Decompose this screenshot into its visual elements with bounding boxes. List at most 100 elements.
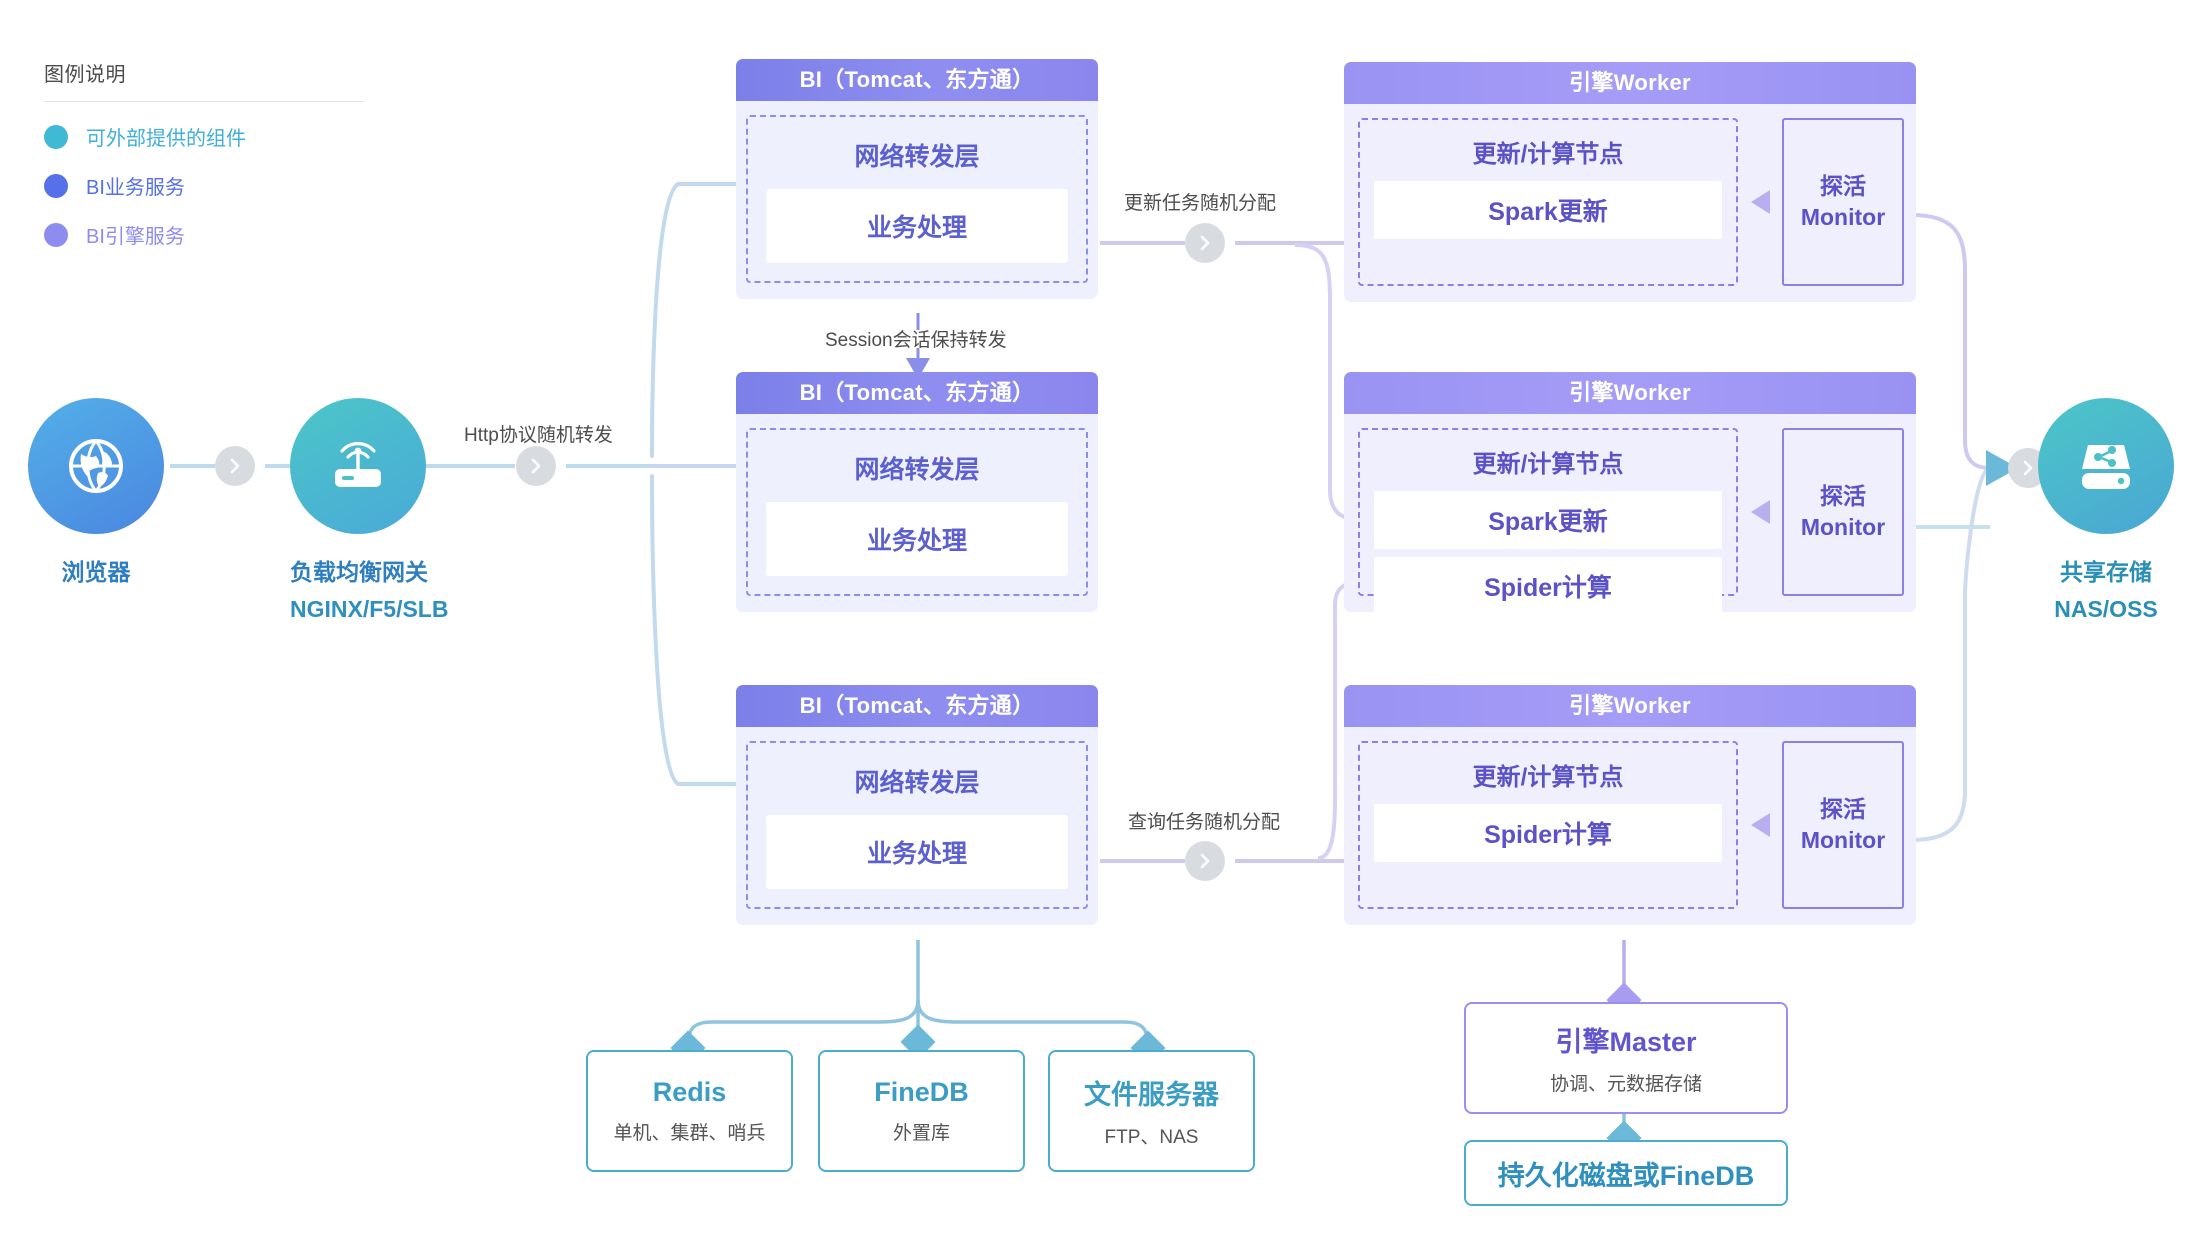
monitor-arrow bbox=[1738, 428, 1782, 596]
legend-divider bbox=[44, 101, 364, 102]
bi-panel-title: BI（Tomcat、东方通） bbox=[736, 685, 1098, 727]
business-process-card[interactable]: 业务处理 bbox=[766, 815, 1068, 889]
chevron-right-icon bbox=[2023, 460, 2033, 476]
worker-body: 更新/计算节点 Spark更新 Spider计算 探活 Monitor bbox=[1344, 414, 1916, 612]
storage-circle bbox=[2038, 398, 2174, 534]
legend: 图例说明 可外部提供的组件 BI业务服务 BI引擎服务 bbox=[44, 58, 374, 249]
arrow-puck-query-task bbox=[1185, 841, 1225, 881]
edge-label-http: Http协议随机转发 bbox=[464, 425, 613, 446]
worker-panel-1[interactable]: 引擎Worker 更新/计算节点 Spark更新 探活 Monitor bbox=[1344, 62, 1916, 302]
worker-body: 更新/计算节点 Spider计算 探活 Monitor bbox=[1344, 727, 1916, 925]
compute-node-1: 更新/计算节点 Spark更新 bbox=[1358, 118, 1738, 286]
chevron-right-icon bbox=[1200, 235, 1210, 251]
finedb-box[interactable]: FineDB 外置库 bbox=[818, 1050, 1025, 1172]
worker-title: 引擎Worker bbox=[1344, 62, 1916, 104]
network-forward-layer: 网络转发层 业务处理 bbox=[746, 741, 1088, 909]
compute-node-title: 更新/计算节点 bbox=[1472, 451, 1624, 478]
bi-panel-body: 网络转发层 业务处理 bbox=[736, 727, 1098, 925]
compute-node-3: 更新/计算节点 Spider计算 bbox=[1358, 741, 1738, 909]
compute-node-title: 更新/计算节点 bbox=[1472, 764, 1624, 791]
monitor-box-2[interactable]: 探活 Monitor bbox=[1782, 428, 1904, 596]
spark-update-card[interactable]: Spark更新 bbox=[1374, 491, 1722, 549]
monitor-label-line1: 探活 bbox=[1820, 795, 1866, 822]
network-forward-layer: 网络转发层 业务处理 bbox=[746, 428, 1088, 596]
persistence-title: 持久化磁盘或FineDB bbox=[1497, 1160, 1755, 1191]
legend-item-bi-engine: BI引擎服务 bbox=[44, 220, 374, 249]
finedb-title: FineDB bbox=[874, 1077, 969, 1107]
triangle-left-icon bbox=[1751, 190, 1770, 214]
storage-subcaption: NAS/OSS bbox=[2054, 596, 2158, 623]
persistence-box[interactable]: 持久化磁盘或FineDB bbox=[1464, 1140, 1788, 1206]
monitor-label-line2: Monitor bbox=[1800, 514, 1886, 540]
bi-panel-3[interactable]: BI（Tomcat、东方通） 网络转发层 业务处理 bbox=[736, 685, 1098, 925]
bi-panel-2[interactable]: BI（Tomcat、东方通） 网络转发层 业务处理 bbox=[736, 372, 1098, 612]
monitor-label-line1: 探活 bbox=[1820, 172, 1866, 199]
legend-dot-icon bbox=[44, 173, 68, 198]
monitor-arrow bbox=[1738, 118, 1782, 286]
arrow-puck-browser-gateway bbox=[215, 446, 255, 486]
monitor-label-line1: 探活 bbox=[1820, 482, 1866, 509]
worker-panel-3[interactable]: 引擎Worker 更新/计算节点 Spider计算 探活 Monitor bbox=[1344, 685, 1916, 925]
edge-label-session: Session会话保持转发 bbox=[825, 330, 1007, 351]
engine-master-title: 引擎Master bbox=[1555, 1027, 1697, 1057]
file-server-box[interactable]: 文件服务器 FTP、NAS bbox=[1048, 1050, 1255, 1172]
chevron-right-icon bbox=[531, 458, 541, 474]
compute-node-2: 更新/计算节点 Spark更新 Spider计算 bbox=[1358, 428, 1738, 612]
node-gateway[interactable]: 负载均衡网关 NGINX/F5/SLB bbox=[290, 398, 449, 627]
business-process-card[interactable]: 业务处理 bbox=[766, 189, 1068, 263]
legend-title: 图例说明 bbox=[44, 64, 126, 86]
arrow-puck-gateway-bi bbox=[516, 446, 556, 486]
gateway-subcaption: NGINX/F5/SLB bbox=[290, 596, 449, 623]
bi-panel-title: BI（Tomcat、东方通） bbox=[736, 372, 1098, 414]
gateway-circle bbox=[290, 398, 426, 534]
shared-disk-icon bbox=[2082, 445, 2130, 489]
layer-title: 网络转发层 bbox=[854, 456, 980, 484]
spider-compute-card[interactable]: Spider计算 bbox=[1374, 804, 1722, 862]
engine-master-box[interactable]: 引擎Master 协调、元数据存储 bbox=[1464, 1002, 1788, 1114]
compute-node-title: 更新/计算节点 bbox=[1472, 141, 1624, 168]
worker-panel-2[interactable]: 引擎Worker 更新/计算节点 Spark更新 Spider计算 探活 Mon… bbox=[1344, 372, 1916, 612]
node-browser[interactable]: 浏览器 bbox=[28, 398, 164, 589]
legend-dot-icon bbox=[44, 124, 68, 149]
triangle-left-icon bbox=[1751, 500, 1770, 524]
finedb-subtitle: 外置库 bbox=[892, 1123, 950, 1144]
bi-panel-title: BI（Tomcat、东方通） bbox=[736, 59, 1098, 101]
file-server-title: 文件服务器 bbox=[1084, 1080, 1219, 1110]
triangle-left-icon bbox=[1751, 813, 1770, 837]
router-icon bbox=[335, 442, 381, 487]
legend-item-label: 可外部提供的组件 bbox=[86, 128, 246, 150]
monitor-label-line2: Monitor bbox=[1800, 827, 1886, 853]
chevron-right-icon bbox=[1200, 853, 1210, 869]
globe-icon bbox=[69, 438, 123, 494]
bi-panel-body: 网络转发层 业务处理 bbox=[736, 101, 1098, 299]
storage-caption: 共享存储 bbox=[2060, 559, 2152, 585]
legend-item-label: BI业务服务 bbox=[86, 177, 185, 199]
arrow-puck-update-task bbox=[1185, 223, 1225, 263]
worker-title: 引擎Worker bbox=[1344, 372, 1916, 414]
monitor-box-1[interactable]: 探活 Monitor bbox=[1782, 118, 1904, 286]
bi-panel-body: 网络转发层 业务处理 bbox=[736, 414, 1098, 612]
spark-update-card[interactable]: Spark更新 bbox=[1374, 181, 1722, 239]
node-storage[interactable]: 共享存储 NAS/OSS bbox=[2038, 398, 2174, 627]
redis-subtitle: 单机、集群、哨兵 bbox=[613, 1123, 766, 1144]
worker-title: 引擎Worker bbox=[1344, 685, 1916, 727]
legend-item-external: 可外部提供的组件 bbox=[44, 122, 374, 151]
network-forward-layer: 网络转发层 业务处理 bbox=[746, 115, 1088, 283]
legend-item-label: BI引擎服务 bbox=[86, 226, 185, 248]
browser-circle bbox=[28, 398, 164, 534]
business-process-card[interactable]: 业务处理 bbox=[766, 502, 1068, 576]
file-server-subtitle: FTP、NAS bbox=[1104, 1127, 1199, 1148]
legend-dot-icon bbox=[44, 222, 68, 247]
monitor-arrow bbox=[1738, 741, 1782, 909]
spider-compute-card[interactable]: Spider计算 bbox=[1374, 557, 1722, 612]
monitor-box-3[interactable]: 探活 Monitor bbox=[1782, 741, 1904, 909]
legend-item-bi-business: BI业务服务 bbox=[44, 171, 374, 200]
chevron-right-icon bbox=[230, 458, 240, 474]
monitor-label-line2: Monitor bbox=[1800, 204, 1886, 230]
redis-title: Redis bbox=[652, 1077, 727, 1107]
redis-box[interactable]: Redis 单机、集群、哨兵 bbox=[586, 1050, 793, 1172]
bi-panel-1[interactable]: BI（Tomcat、东方通） 网络转发层 业务处理 bbox=[736, 59, 1098, 299]
edge-label-update-task: 更新任务随机分配 bbox=[1124, 193, 1277, 214]
edge-label-query-task: 查询任务随机分配 bbox=[1128, 812, 1281, 833]
